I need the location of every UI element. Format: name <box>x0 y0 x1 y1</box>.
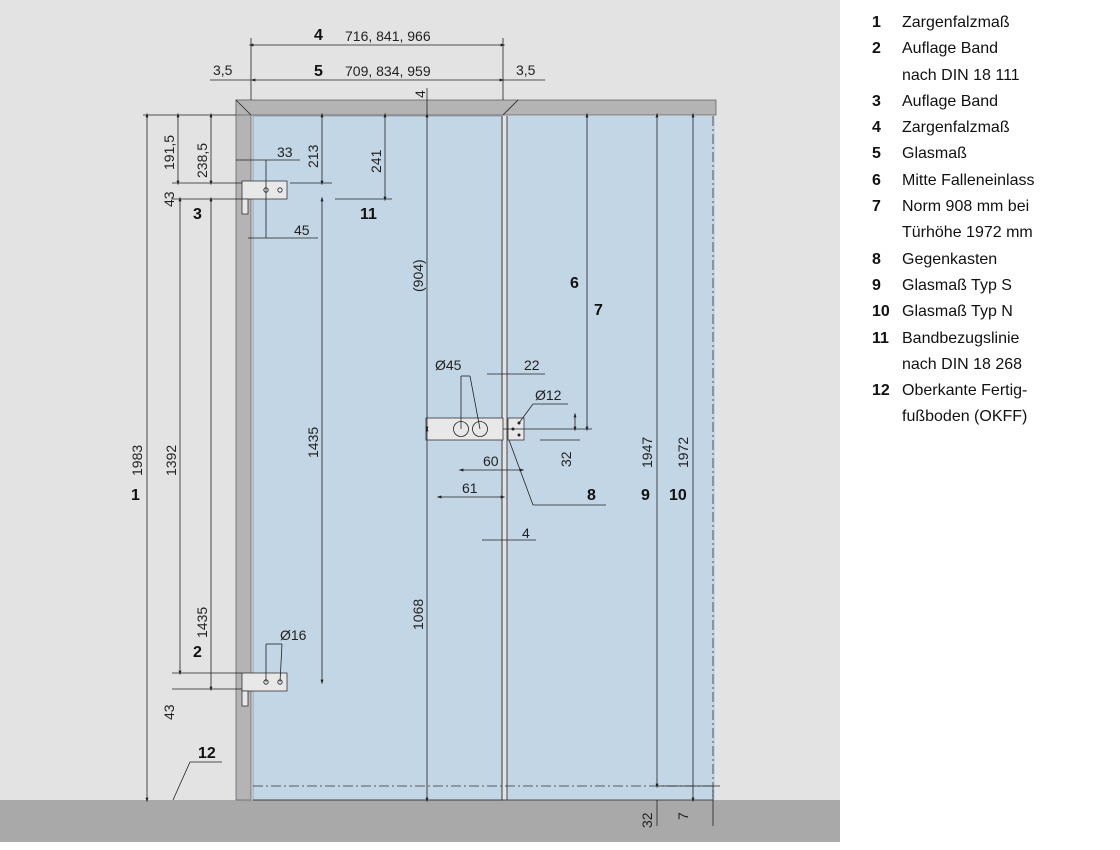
dim-45-dia: Ø45 <box>435 357 462 373</box>
glass-panel-left <box>252 115 503 801</box>
legend-number: 10 <box>872 303 890 321</box>
callout-4: 4 <box>314 27 323 44</box>
legend-text: Zargenfalzmaß <box>902 14 1010 31</box>
dim-43-bottom: 43 <box>161 704 177 720</box>
legend-number: 4 <box>872 119 881 137</box>
legend-item: 8 Gegenkasten <box>872 247 1112 273</box>
dim-904: (904) <box>410 259 426 292</box>
callout-11: 11 <box>360 206 377 223</box>
callout-2: 2 <box>193 644 202 661</box>
legend-number: 9 <box>872 276 881 294</box>
callout-6: 6 <box>570 275 579 292</box>
legend-text: Bandbezugslinie nach DIN 18 268 <box>902 329 1023 373</box>
legend-text: Glasmaß <box>902 145 967 163</box>
dim-1947: 1947 <box>639 437 655 468</box>
dim-45: 45 <box>294 222 310 238</box>
dim-1068: 1068 <box>410 599 426 630</box>
legend-number: 1 <box>872 14 881 31</box>
dim-1392: 1392 <box>163 445 179 476</box>
glass-panel-right <box>507 116 715 800</box>
legend-item: 10 Glasmaß Typ N <box>872 299 1112 325</box>
legend-number: 6 <box>872 171 881 189</box>
legend-text: Gegenkasten <box>902 250 998 268</box>
dim-5-widths: 709, 834, 959 <box>345 63 431 79</box>
callout-5: 5 <box>314 63 323 80</box>
legend-item: 7 Norm 908 mm bei Türhöhe 1972 mm <box>872 194 1112 247</box>
legend-number: 12 <box>872 382 890 400</box>
dim-238-5: 238,5 <box>194 143 210 178</box>
callout-12: 12 <box>198 745 216 762</box>
legend-item: 12 Oberkante Fertig- fußboden (OKFF) <box>872 378 1112 431</box>
legend-item: 11 Bandbezugslinie nach DIN 18 268 <box>872 326 1112 379</box>
dim-32-bottom: 32 <box>639 812 655 828</box>
dim-4-gap: 4 <box>522 525 530 541</box>
legend-item: 5 Glasmaß <box>872 141 1112 167</box>
door-frame-top <box>235 99 717 116</box>
dim-1983: 1983 <box>129 445 145 476</box>
dim-61: 61 <box>462 480 478 496</box>
legend-text: Zargenfalzmaß <box>902 119 1010 137</box>
dim-16-dia: Ø16 <box>280 627 307 643</box>
legend-item: 4 Zargenfalzmaß <box>872 115 1112 141</box>
legend-item: 9 Glasmaß Typ S <box>872 273 1112 299</box>
floor <box>0 800 840 842</box>
legend-number: 5 <box>872 145 881 163</box>
dim-191-5: 191,5 <box>161 135 177 170</box>
legend-text: Glasmaß Typ S <box>902 276 1012 294</box>
legend-item: 2 Auflage Band nach DIN 18 111 <box>872 36 1112 89</box>
legend-text: Glasmaß Typ N <box>902 303 1013 321</box>
dim-1435-left: 1435 <box>194 607 210 638</box>
dim-top-offset: 4 <box>412 90 428 98</box>
callout-10: 10 <box>669 487 687 504</box>
legend-number: 7 <box>872 198 881 216</box>
dim-32-mid: 32 <box>558 451 574 467</box>
dim-241: 241 <box>368 149 384 173</box>
legend-text: Auflage Band nach DIN 18 111 <box>902 40 1020 84</box>
dim-33: 33 <box>277 144 293 160</box>
legend-number: 2 <box>872 40 881 58</box>
dim-60: 60 <box>483 453 499 469</box>
dim-12-dia: Ø12 <box>535 387 562 403</box>
legend-item: 1 Zargenfalzmaß <box>872 10 1112 36</box>
legend-item: 6 Mitte Falleneinlass <box>872 168 1112 194</box>
dim-4-widths: 716, 841, 966 <box>345 28 431 44</box>
legend-text: Norm 908 mm bei Türhöhe 1972 mm <box>902 198 1033 242</box>
callout-9: 9 <box>641 487 650 504</box>
dim-43-top: 43 <box>161 191 177 207</box>
dim-gap-left: 3,5 <box>213 62 233 78</box>
legend-text: Mitte Falleneinlass <box>902 171 1035 189</box>
legend-number: 11 <box>872 329 889 347</box>
callout-3: 3 <box>193 206 202 223</box>
dim-213: 213 <box>305 144 321 168</box>
dim-22: 22 <box>524 357 540 373</box>
legend-number: 3 <box>872 92 881 110</box>
callout-7: 7 <box>594 302 603 319</box>
dim-7-bottom: 7 <box>675 812 691 820</box>
hinge-top <box>241 180 288 215</box>
legend-text: Oberkante Fertig- fußboden (OKFF) <box>902 382 1028 426</box>
callout-1: 1 <box>131 487 140 504</box>
legend-text: Auflage Band <box>902 92 999 110</box>
dim-gap-right: 3,5 <box>516 62 536 78</box>
legend-number: 8 <box>872 250 881 268</box>
dim-1972: 1972 <box>675 437 691 468</box>
dim-1435-mid: 1435 <box>305 427 321 458</box>
callout-8: 8 <box>587 487 596 504</box>
legend-item: 3 Auflage Band <box>872 89 1112 115</box>
